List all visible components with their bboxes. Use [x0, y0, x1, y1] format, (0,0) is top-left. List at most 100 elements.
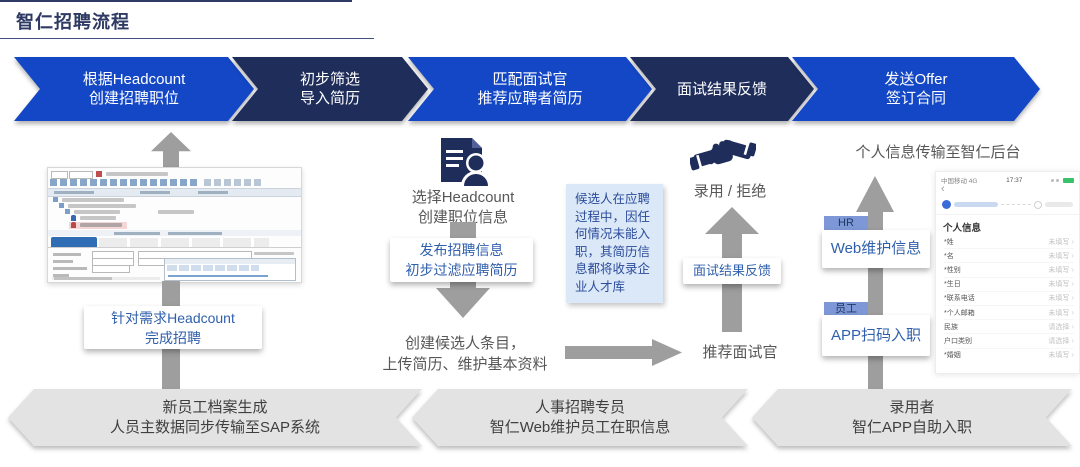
step-label: 录用者: [889, 398, 935, 416]
field-label: *性别: [944, 266, 961, 274]
recommend-interviewer-caption: 推荐面试官: [695, 343, 785, 363]
signal-icon: [1051, 178, 1054, 182]
form-row[interactable]: *名 未填写›: [944, 249, 1074, 264]
web-maintain-box: Web维护信息: [822, 230, 930, 268]
sap-scrollbar[interactable]: [52, 277, 160, 280]
title-underline: [0, 38, 374, 39]
signal-icon: [1056, 178, 1059, 182]
form-row[interactable]: *联系电话未填写›: [944, 292, 1074, 306]
sap-column-header: [48, 188, 301, 197]
chevron-right-icon: ›: [1071, 307, 1074, 317]
sap-subpanel: [164, 258, 296, 281]
form-row[interactable]: *姓 未填写›: [944, 235, 1074, 250]
field-label: *联系电话: [944, 295, 975, 303]
step-label: 人员主数据同步传输至SAP系统: [109, 418, 321, 436]
flow-step-screen-resumes: 初步筛选导入简历: [232, 57, 428, 121]
employee-tag: 员工: [824, 302, 868, 315]
tag-label: HR: [838, 217, 854, 229]
step-label: 创建招聘职位: [88, 90, 179, 107]
form-row[interactable]: *生日 未填写›: [944, 278, 1074, 292]
step-1-label-bar: [954, 202, 998, 207]
step-label: 匹配面试官: [492, 71, 568, 88]
personal-info-transfer-caption: 个人信息传输至智仁后台: [843, 143, 1033, 163]
phone-form: *姓未填写› *名未填写› *性别未填写› *生日未填写› *联系电话未填写› …: [944, 235, 1074, 362]
feedback-box: 面试结果反馈: [683, 258, 781, 284]
chevron-right-icon: ›: [1071, 250, 1074, 260]
chevron-right-icon: ›: [1071, 264, 1074, 274]
field-label: *婚姻: [944, 352, 961, 360]
field-label: *姓: [944, 238, 954, 246]
form-row[interactable]: 户口类别 请选择›: [944, 334, 1074, 349]
carrier-label: 中国移动 4G: [941, 178, 978, 185]
sap-section-band: [48, 230, 301, 236]
chevron-right-icon: ›: [1071, 279, 1074, 289]
field-value: 请选择: [1048, 337, 1070, 345]
hire-complete-box: 针对需求Headcount 完成招聘: [84, 306, 262, 349]
bottom-step-sap-sync: 新员工档案生成 人员主数据同步传输至SAP系统: [8, 389, 422, 446]
flow-step-match-interviewer: 匹配面试官推荐应聘者简历: [408, 57, 652, 121]
caption-line: 录用 / 拒绝: [693, 183, 767, 200]
resume-document-icon: [437, 136, 493, 191]
select-headcount-caption: 选择Headcount 创建职位信息: [393, 188, 533, 228]
chevron-right-icon: ›: [1071, 350, 1074, 360]
form-row[interactable]: *婚姻未填写›: [944, 349, 1074, 362]
bottom-step-new-hire: 录用者 智仁APP自助入职: [752, 389, 1072, 446]
back-icon[interactable]: ‹: [941, 183, 945, 195]
caption-line: 上传简历、维护基本资料: [382, 356, 548, 373]
step-label: 导入简历: [299, 90, 360, 107]
phone-screenshot: 中国移动 4G 17:37 ‹ 个人信息 *姓未填写› *名未填写› *性别未填…: [935, 171, 1080, 374]
field-value: 未填写: [1048, 295, 1070, 303]
field-value: 未填写: [1048, 252, 1070, 260]
app-scan-box: APP扫码入职: [822, 315, 930, 356]
tag-label: 员工: [835, 303, 857, 315]
field-label: 户口类别: [944, 337, 972, 345]
step-label: 智仁Web维护员工在职信息: [489, 418, 671, 436]
field-value: 未填写: [1048, 281, 1070, 289]
phone-section-title: 个人信息: [943, 223, 982, 234]
flow-step-interview-feedback: 面试结果反馈: [630, 57, 814, 121]
sap-top-row: [48, 168, 301, 179]
employee-selected-icon: [71, 222, 76, 228]
page-title: 智仁招聘流程: [16, 12, 130, 32]
sap-tab-strip: [48, 237, 301, 248]
box-label: 面试结果反馈: [692, 263, 771, 278]
create-candidate-caption: 创建候选人条目， 上传简历、维护基本资料: [375, 333, 555, 375]
clock-label: 17:37: [1006, 176, 1023, 184]
divider: [936, 214, 1079, 215]
flow-step-create-position: 根据Headcount 创建招聘职位: [14, 57, 254, 121]
step-1-dot: [942, 200, 951, 209]
caption-line: 选择Headcount: [411, 189, 515, 206]
step-label: 面试结果反馈: [676, 80, 767, 98]
talent-pool-note: 候选人在应聘过程中，因任何情况未能入职，其简历信息都将收录企业人才库: [566, 184, 663, 303]
form-row[interactable]: *性别 未填写›: [944, 263, 1074, 278]
step-2-dot: [1034, 200, 1042, 209]
phone-status-bar: 中国移动 4G 17:37: [941, 176, 1074, 185]
field-value: 未填写: [1048, 309, 1070, 317]
top-border-line: [0, 0, 352, 2]
step-label: 发送Offer: [884, 71, 948, 88]
handshake-icon: [688, 134, 758, 183]
bottom-step-hr-specialist: 人事招聘专员 智仁Web维护员工在职信息: [412, 389, 748, 446]
chevron-right-icon: ›: [1071, 321, 1074, 331]
publish-job-box: 发布招聘信息 初步过滤应聘简历: [390, 238, 533, 282]
chevron-right-icon: ›: [1071, 236, 1074, 246]
step-label: 初步筛选: [299, 71, 360, 88]
field-label: *生日: [944, 281, 961, 289]
form-row[interactable]: *个人邮箱未填写›: [944, 306, 1074, 321]
field-value: 未填写: [1048, 266, 1070, 274]
employee-icon: [71, 215, 76, 221]
box-label: Web维护信息: [830, 240, 922, 257]
stepper: [942, 199, 1073, 210]
up-arrow-head: [705, 207, 759, 234]
form-row[interactable]: 民族请选择›: [944, 320, 1074, 335]
step-label: 人事招聘专员: [534, 398, 625, 416]
step-label: 根据Headcount: [82, 71, 186, 88]
box-label: 发布招聘信息: [419, 242, 504, 258]
chevron-right-icon: ›: [1071, 335, 1074, 345]
right-arrow-head: [652, 339, 682, 366]
field-value: 未填写: [1048, 238, 1070, 246]
field-label: *名: [944, 252, 954, 260]
step-2-label-bar: [1045, 202, 1073, 207]
step-label: 新员工档案生成: [162, 398, 268, 416]
